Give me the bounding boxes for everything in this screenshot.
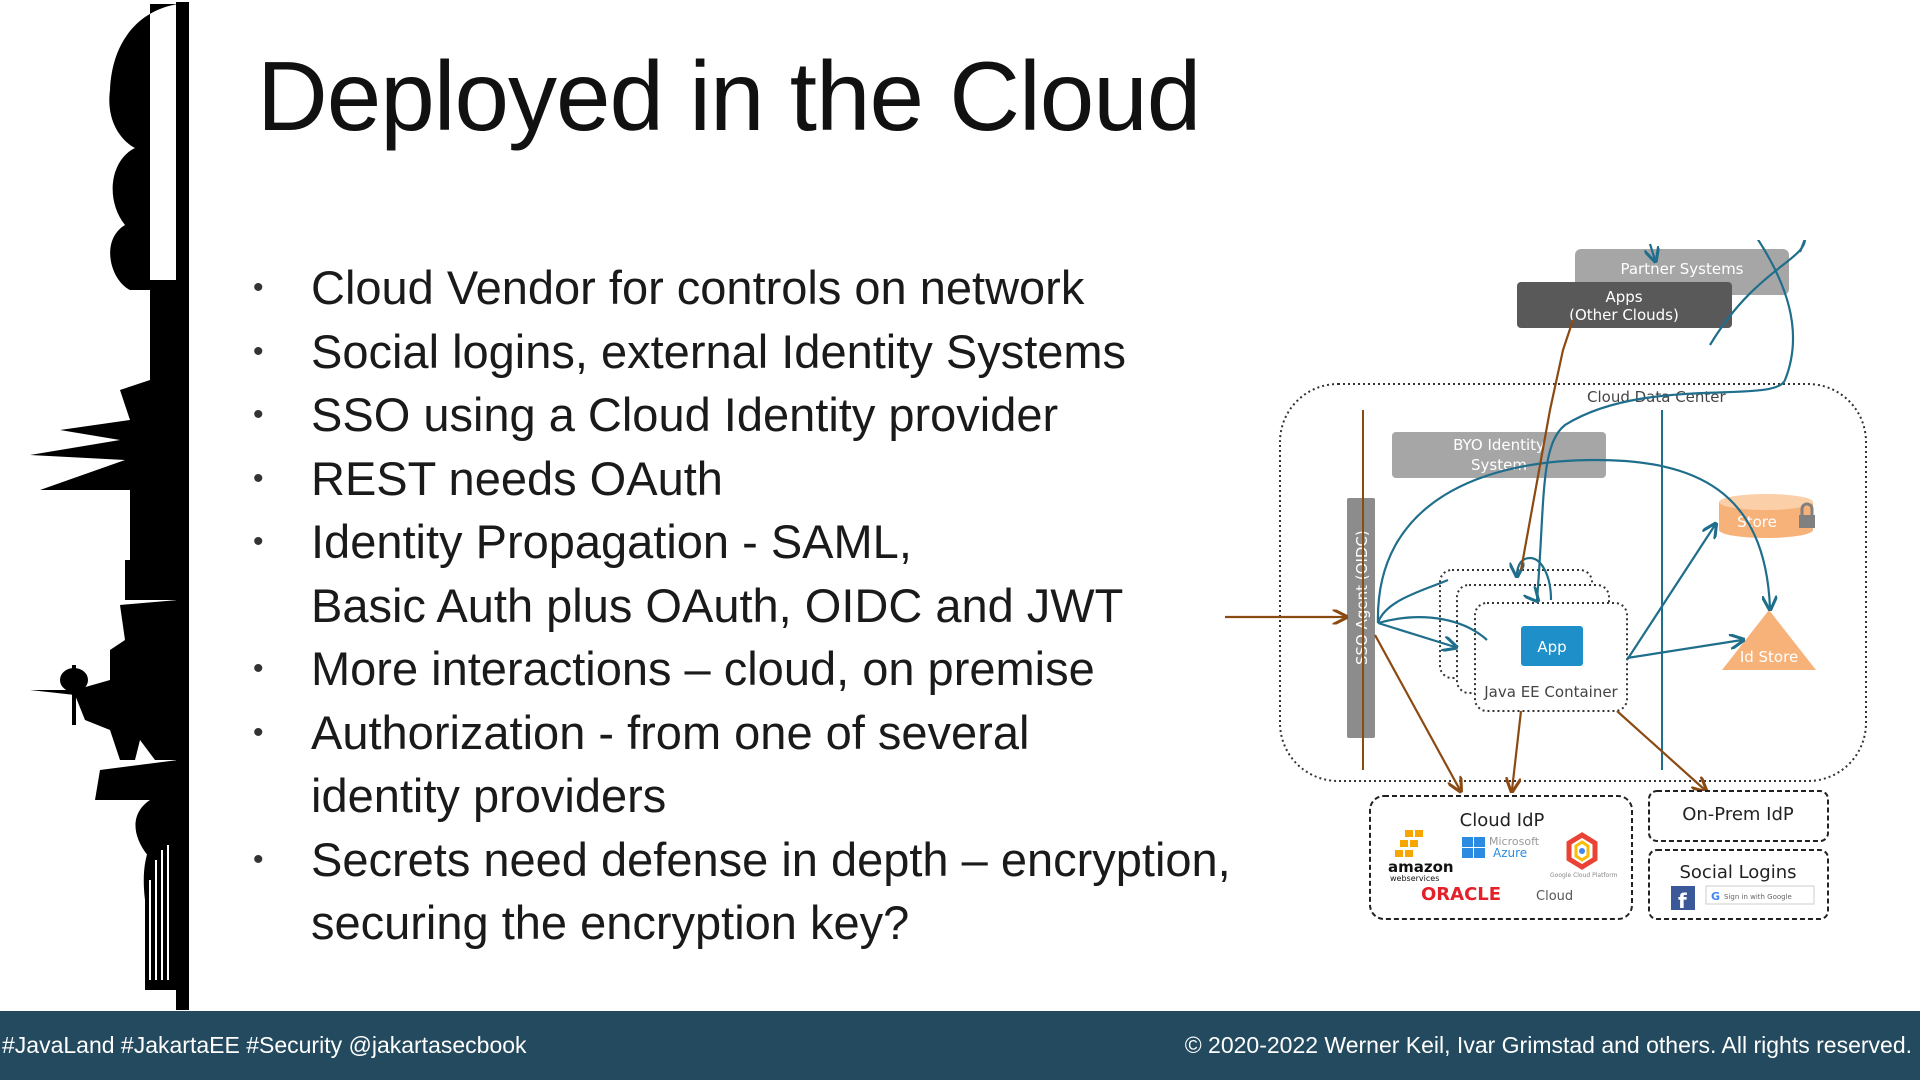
apps-sublabel: (Other Clouds) <box>1569 306 1679 324</box>
apps-label: Apps <box>1605 288 1642 306</box>
byo-identity-sublabel: System <box>1471 456 1527 474</box>
bullet-text-line: Basic Auth plus OAuth, OIDC and JWT <box>311 578 1124 632</box>
bullet-dot-icon: • <box>253 461 264 495</box>
facebook-glyph: f <box>1678 889 1687 913</box>
footer-bar: #JavaLand #JakartaEE #Security @jakartas… <box>0 1011 1920 1080</box>
on-prem-idp-box <box>1648 790 1829 842</box>
app-label: App <box>1537 638 1566 656</box>
facebook-icon <box>1671 886 1695 910</box>
bullet-dot-icon: • <box>253 271 264 304</box>
bullet-item: • Authorization - from one of several iden… <box>253 701 1253 828</box>
bullet-text-line: SSO using a Cloud Identity provider <box>311 388 1059 441</box>
google-cloud-text: Google Cloud Platform <box>1550 872 1618 879</box>
aws-text: amazon <box>1388 858 1454 876</box>
bullet-item: • More interactions – cloud, on premise <box>253 637 1253 701</box>
bullet-text-line: identity providers <box>311 769 667 822</box>
bullet-dot-icon: • <box>253 715 264 749</box>
bullet-text-line: Secrets need defense in depth – encrypti… <box>311 832 1231 886</box>
oracle-cloud-logo: ORACLE Cloud <box>1421 884 1573 905</box>
city-skyline-silhouette <box>30 2 189 1010</box>
oracle-text: ORACLE <box>1421 884 1501 905</box>
store-label: Store <box>1737 513 1777 531</box>
bullet-text-line: REST needs OAuth <box>311 451 723 505</box>
apps-box <box>1517 282 1732 328</box>
bullet-dot-icon: • <box>253 398 264 431</box>
slide-title: Deployed in the Cloud <box>257 41 1201 151</box>
cloud-data-center-boundary <box>1279 383 1867 782</box>
social-logins-label: Social Logins <box>1679 862 1796 883</box>
bullet-dot-icon: • <box>253 652 264 685</box>
google-cloud-logo: Google Cloud Platform <box>1550 832 1618 879</box>
bullet-text-line: securing the encryption key? <box>311 896 910 949</box>
bullet-item: • Identity Propagation - SAML, Basic Auth … <box>253 510 1253 637</box>
footer-copyright: © 2020-2022 Werner Keil, Ivar Grimstad a… <box>1184 1032 1912 1058</box>
bullet-item: • Cloud Vendor for controls on network <box>253 256 1253 320</box>
partner-systems-label: Partner Systems <box>1620 260 1743 278</box>
microsoft-text: Microsoft <box>1489 835 1540 848</box>
bullet-item: • SSO using a Cloud Identity provider <box>253 383 1253 447</box>
bullet-text-line: Cloud Vendor for controls on network <box>311 261 1085 314</box>
google-signin-button <box>1705 885 1815 905</box>
azure-text: Azure <box>1493 846 1527 860</box>
sso-agent-bar <box>1347 498 1375 738</box>
id-store-label: Id Store <box>1740 648 1798 666</box>
aws-subtext: webservices <box>1390 874 1439 883</box>
bullet-list: • Cloud Vendor for controls on network • So… <box>253 256 1253 955</box>
bullet-dot-icon: • <box>253 842 264 876</box>
id-store-triangle <box>1722 610 1816 670</box>
bullet-item: • Secrets need defense in depth – encrypt… <box>253 828 1253 955</box>
bullet-item: • Social logins, external Identity System… <box>253 320 1253 384</box>
cloud-idp-label: Cloud IdP <box>1460 810 1545 831</box>
cloud-architecture-diagram: Partner Systems Apps (Other Clouds) Clou… <box>1225 240 1867 920</box>
byo-identity-label: BYO Identity <box>1453 436 1545 454</box>
bullet-dot-icon: • <box>253 525 264 558</box>
lock-icon <box>1799 515 1815 528</box>
cloud-idp-box <box>1369 795 1633 920</box>
bullet-text-line: Identity Propagation - SAML, <box>311 515 912 568</box>
bullet-text-line: Social logins, external Identity Systems <box>311 324 1127 378</box>
oracle-cloud-text: Cloud <box>1536 889 1573 904</box>
bullet-dot-icon: • <box>253 334 264 368</box>
google-signin-text: Sign in with Google <box>1724 893 1792 901</box>
store-database: Store <box>1719 494 1815 538</box>
google-g-icon: G <box>1711 890 1720 903</box>
on-prem-idp-label: On-Prem IdP <box>1682 804 1794 825</box>
bullet-text-line: Authorization - from one of several <box>311 705 1030 759</box>
azure-logo: Microsoft Azure <box>1462 835 1540 860</box>
footer-hashtags: #JavaLand #JakartaEE #Security @jakartas… <box>2 1032 527 1058</box>
aws-logo: amazon webservices <box>1388 830 1454 883</box>
bullet-text-line: More interactions – cloud, on premise <box>311 642 1095 695</box>
java-ee-container-label: Java EE Container <box>1483 683 1618 701</box>
bullet-item: • REST needs OAuth <box>253 447 1253 511</box>
app-box <box>1521 626 1583 666</box>
